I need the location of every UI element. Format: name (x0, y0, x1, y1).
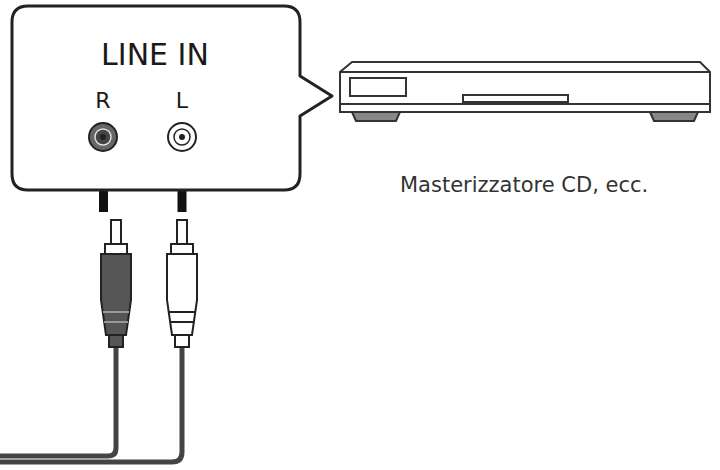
jack-pin (100, 134, 106, 140)
rca-plug-right (101, 220, 131, 347)
channel-label: L (176, 88, 188, 113)
callout-border (12, 6, 332, 190)
rca-plug-left (167, 220, 197, 347)
input-callout: LINE IN R L (10, 4, 340, 194)
cables (0, 345, 182, 462)
device-caption: Masterizzatore CD, ecc. (400, 173, 648, 197)
jack-right (89, 123, 117, 151)
jack-ring (95, 129, 111, 145)
jack-ring (174, 129, 190, 145)
callout-outline (10, 4, 340, 194)
channel-label: R (95, 88, 110, 113)
jack-left (168, 123, 196, 151)
cd-recorder (340, 62, 710, 121)
port-group-label: LINE IN (101, 38, 209, 73)
jack-pin (179, 134, 185, 140)
